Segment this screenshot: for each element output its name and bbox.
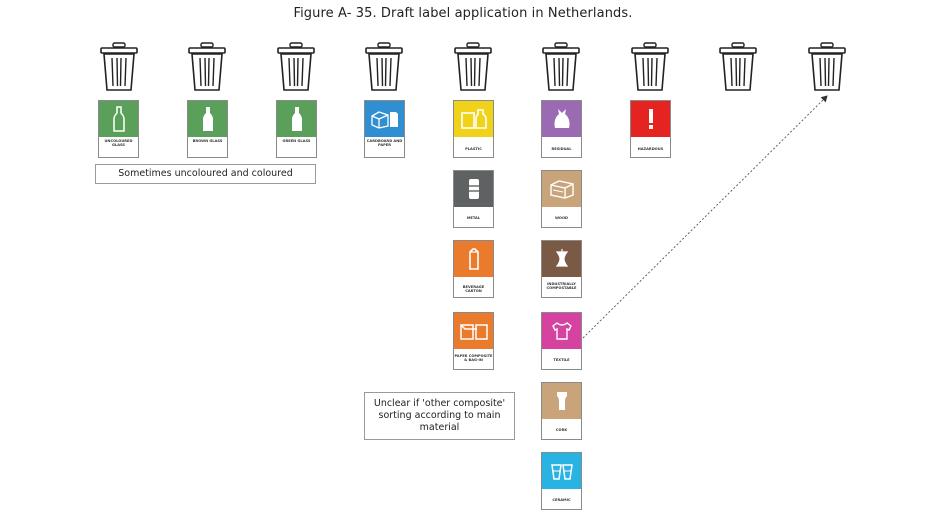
- composite-packaging-icon: [454, 313, 493, 349]
- carton-icon: [454, 241, 493, 277]
- label-text: INDUSTRIALLY COMPOSTABLE: [546, 282, 577, 291]
- label-metal: METAL: [453, 170, 494, 228]
- wooden-crate-icon: [542, 171, 581, 207]
- broken-cup-icon: [542, 453, 581, 489]
- waste-bin-icon: [277, 42, 315, 91]
- label-text: BEVERAGE CARTON: [462, 285, 485, 294]
- label-text: PLASTIC: [465, 147, 482, 151]
- label-text: TEXTILE: [553, 358, 570, 362]
- label-text: CORK: [555, 428, 568, 432]
- waste-bin-icon: [808, 42, 846, 91]
- label-hazardous: HAZARDOUS: [630, 100, 671, 158]
- glass-note: Sometimes uncoloured and coloured: [95, 164, 316, 184]
- label-paper-composite: PAPER COMPOSITE & BAG-IN: [453, 312, 494, 370]
- can-icon: [454, 171, 493, 207]
- label-text: UNCOLOURED GLASS: [104, 139, 133, 148]
- label-ceramic: CERAMIC: [541, 452, 582, 510]
- bottle-icon: [188, 101, 227, 137]
- apple-core-icon: [542, 241, 581, 277]
- shirt-icon: [542, 313, 581, 349]
- waste-bin-icon: [188, 42, 226, 91]
- waste-bin-icon: [454, 42, 492, 91]
- composite-note: Unclear if 'other composite' sorting acc…: [364, 392, 515, 440]
- label-text: CARDBOARD AND PAPER: [366, 139, 403, 148]
- label-residual: RESIDUAL: [541, 100, 582, 158]
- figure-title: Figure A- 35. Draft label application in…: [293, 6, 633, 21]
- waste-bin-icon: [631, 42, 669, 91]
- label-text: CERAMIC: [552, 498, 571, 502]
- exclamation-icon: [631, 101, 670, 137]
- trash-bag-icon: [542, 101, 581, 137]
- label-text: METAL: [466, 216, 481, 220]
- bottle-icon: [99, 101, 138, 137]
- label-text: HAZARDOUS: [637, 147, 664, 151]
- label-cardboard-paper: CARDBOARD AND PAPER: [364, 100, 405, 158]
- label-text: GREEN GLASS: [282, 139, 311, 143]
- label-industrially-compostable: INDUSTRIALLY COMPOSTABLE: [541, 240, 582, 298]
- label-textile: TEXTILE: [541, 312, 582, 370]
- label-text: WOOD: [554, 216, 569, 220]
- label-wood: WOOD: [541, 170, 582, 228]
- box-and-paper-icon: [365, 101, 404, 137]
- label-plastic: PLASTIC: [453, 100, 494, 158]
- waste-bin-icon: [542, 42, 580, 91]
- waste-bin-icon: [365, 42, 403, 91]
- label-text: BROWN GLASS: [192, 139, 223, 143]
- cork-stopper-icon: [542, 383, 581, 419]
- label-uncoloured-glass: UNCOLOURED GLASS: [98, 100, 139, 158]
- label-cork: CORK: [541, 382, 582, 440]
- label-text: PAPER COMPOSITE & BAG-IN: [454, 354, 493, 363]
- label-beverage-carton: BEVERAGE CARTON: [453, 240, 494, 298]
- waste-bin-icon: [100, 42, 138, 91]
- plastic-bottle-icon: [454, 101, 493, 137]
- label-text: RESIDUAL: [551, 147, 572, 151]
- label-brown-glass: BROWN GLASS: [187, 100, 228, 158]
- label-green-glass: GREEN GLASS: [276, 100, 317, 158]
- bottle-icon: [277, 101, 316, 137]
- waste-bin-icon: [719, 42, 757, 91]
